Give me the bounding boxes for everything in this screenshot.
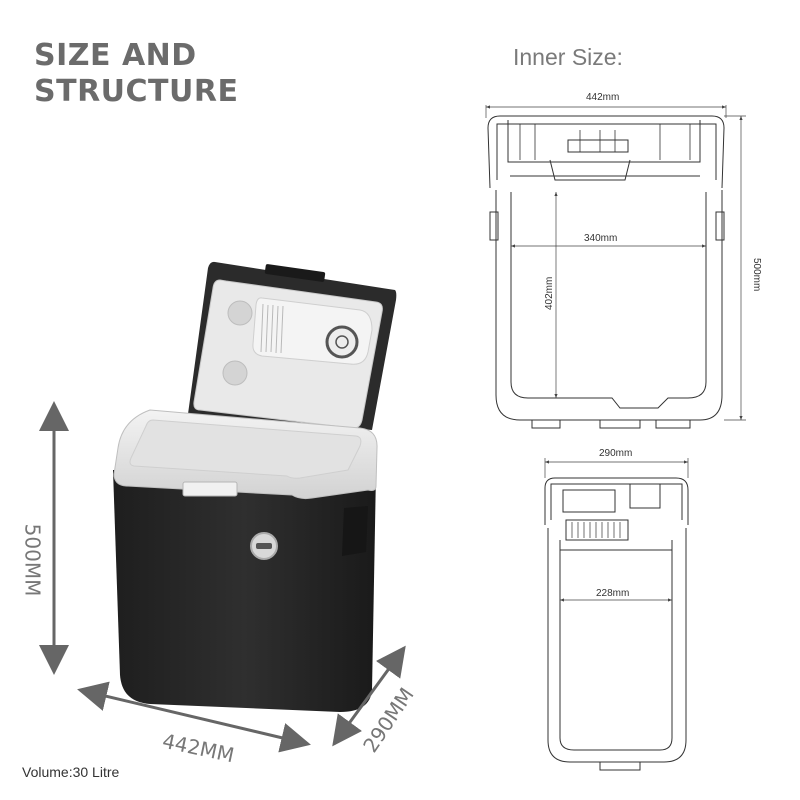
side-view [544,477,689,771]
cooler-cavity [129,419,362,479]
inner-size-label: Inner Size: [513,44,623,70]
cooler-render [113,261,397,712]
title-line-1: SIZE AND [34,38,197,73]
front-view [487,115,725,429]
front-inner-height-label: 402mm [544,277,555,310]
depth-arrow [332,645,406,747]
side-outer-depth-label: 290mm [599,448,632,459]
front-view-dimensions [485,105,746,421]
front-outer-width-label: 442mm [586,92,619,103]
volume-label: Volume:30 Litre [22,764,120,780]
title-line-2: STRUCTURE [34,74,239,109]
fan-icon [325,325,359,359]
front-inner-width-label: 340mm [584,233,617,244]
height-dimension-label: 500MM [20,523,45,597]
lid-handle [264,264,326,282]
side-inner-depth-label: 228mm [596,588,629,599]
side-view-dimensions [544,458,689,602]
width-arrow [77,681,311,753]
front-outer-height-label: 500mm [751,258,762,291]
page-title: SIZE AND STRUCTURE [34,38,238,110]
side-handle [342,506,368,556]
cooler-body [113,470,376,712]
